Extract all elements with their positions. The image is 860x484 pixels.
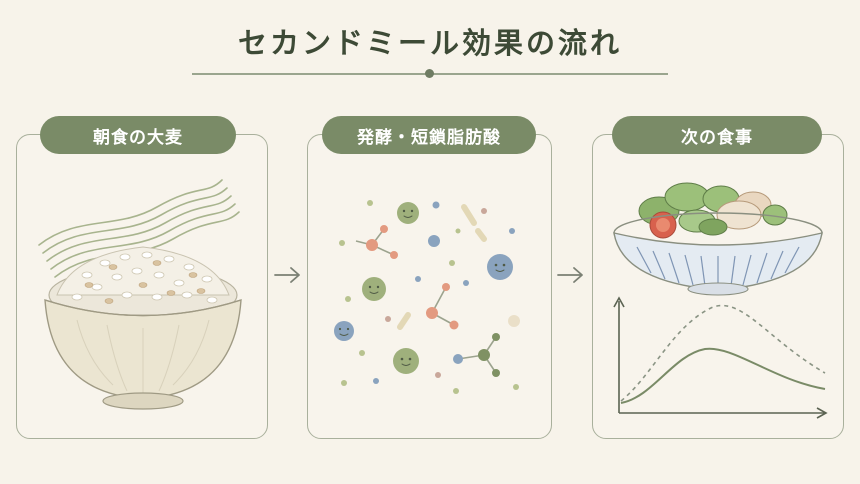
step-label-breakfast: 朝食の大麦 <box>40 116 236 154</box>
step-panel-next-meal <box>592 134 844 439</box>
arrow-right-icon <box>557 267 583 283</box>
title-divider-dot <box>425 69 434 78</box>
barley-rice-bowl-icon <box>38 179 242 410</box>
step-label-fermentation: 発酵・短鎖脂肪酸 <box>322 116 536 154</box>
salad-bowl-icon <box>613 182 828 419</box>
page-title: セカンドミール効果の流れ <box>237 26 622 60</box>
step-label-next-meal: 次の食事 <box>612 116 822 154</box>
step-panel-fermentation <box>307 134 552 439</box>
blood-glucose-curve-icon <box>613 296 828 419</box>
step-panel-breakfast <box>16 134 268 439</box>
arrow-right-icon <box>274 267 300 283</box>
fermentation-molecules-icon <box>334 200 520 394</box>
